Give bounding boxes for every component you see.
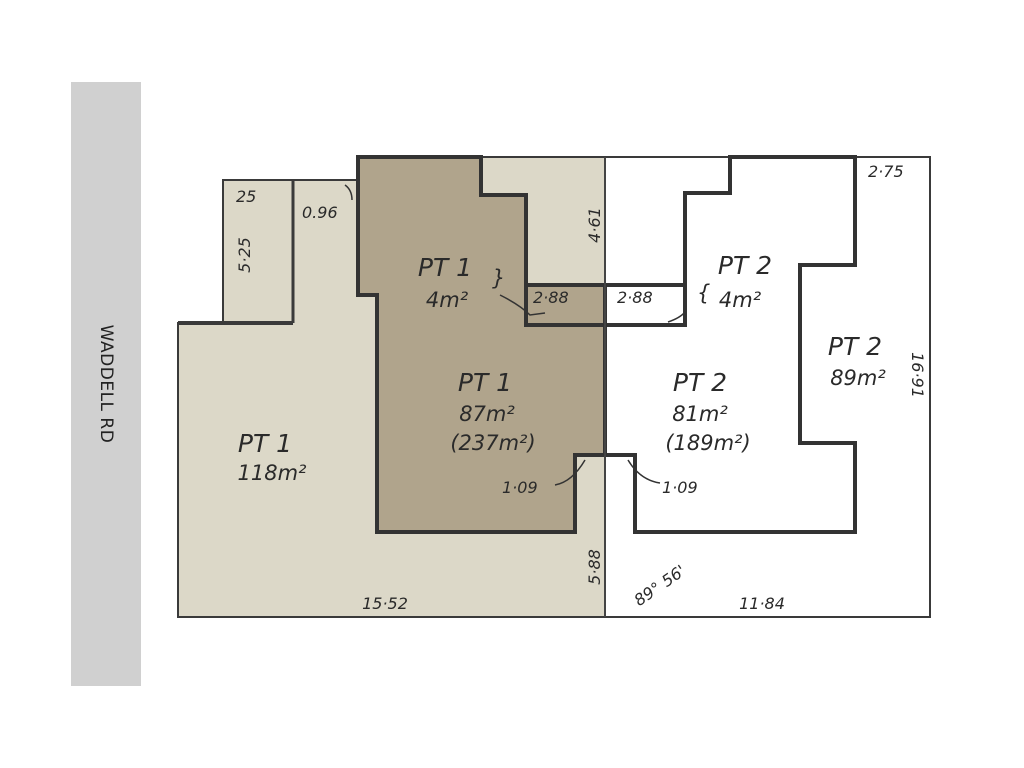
pt2-building-total: (189m²) bbox=[665, 431, 750, 455]
pt1-small-name: PT 1 bbox=[418, 253, 472, 282]
pt1-building-area: 87m² bbox=[459, 402, 515, 426]
pt1-yard-name: PT 1 bbox=[238, 429, 292, 458]
pt1-building-name: PT 1 bbox=[458, 368, 512, 397]
pt2-yard-name: PT 2 bbox=[828, 332, 882, 361]
leader-109a bbox=[554, 459, 586, 486]
dim-525: 5·25 bbox=[235, 237, 254, 273]
pt2-small-area-text: 4m² bbox=[719, 288, 762, 312]
dim-25: 25 bbox=[236, 187, 256, 206]
road-strip bbox=[71, 82, 141, 686]
pt2-building-area: 81m² bbox=[672, 402, 728, 426]
pt2-building-name: PT 2 bbox=[673, 368, 727, 397]
leader-pt1-small bbox=[499, 294, 546, 316]
pt2-yard-area: 89m² bbox=[830, 366, 886, 390]
building-pt2 bbox=[603, 155, 857, 534]
brace: { bbox=[697, 281, 710, 305]
pt2-small-name: PT 2 bbox=[718, 251, 772, 280]
brace: } bbox=[492, 266, 505, 290]
pt2-small-area bbox=[603, 283, 687, 327]
pt1-building-total: (237m²) bbox=[450, 431, 535, 455]
dim-109-left: 1·09 bbox=[502, 478, 538, 497]
dim-1691: 16·91 bbox=[908, 352, 927, 398]
dim-1184: 11·84 bbox=[739, 594, 785, 613]
dim-288-pt1: 2·88 bbox=[533, 288, 569, 307]
leader-096 bbox=[344, 184, 353, 201]
leader-109b bbox=[627, 459, 661, 484]
pt1-yard-area: 118m² bbox=[238, 461, 308, 485]
pt1-small-area-text: 4m² bbox=[426, 288, 469, 312]
leader-pt2-small bbox=[667, 311, 686, 323]
dim-275: 2·75 bbox=[868, 162, 904, 181]
dim-1552: 15·52 bbox=[362, 594, 408, 613]
dim-288-pt2: 2·88 bbox=[617, 288, 653, 307]
dim-588: 5·88 bbox=[585, 549, 604, 585]
dim-109-right: 1·09 bbox=[662, 478, 698, 497]
dim-096: 0.96 bbox=[302, 203, 338, 222]
dim-461: 4·61 bbox=[585, 207, 604, 243]
